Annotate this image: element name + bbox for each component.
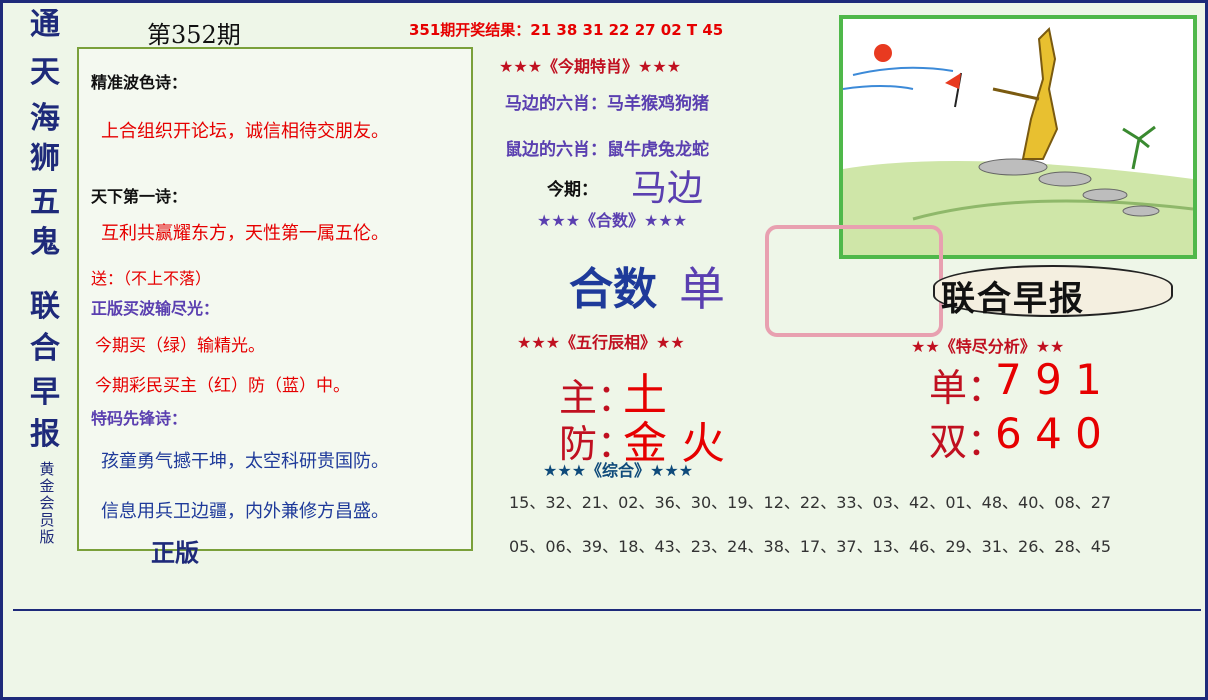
side-char: 鬼: [30, 225, 60, 260]
side-title: 通 天 海 狮 五 鬼 联 合 早 报 黄金会员版: [17, 3, 73, 563]
illustration-scene: [843, 19, 1193, 255]
even-label: 双：: [929, 420, 1006, 464]
analysis-header: ★★《特尽分析》★★: [911, 337, 1065, 356]
odd-value: 7 9 1: [995, 355, 1102, 404]
poem2-line: 互利共赢耀东方，天性第一属五伦。: [101, 223, 389, 244]
vanguard-title: 特码先锋诗：: [91, 409, 188, 428]
bottom-band: [13, 609, 1201, 693]
side-subtitle: 黄金会员版: [39, 460, 55, 546]
this-issue-label: 今期：: [547, 180, 598, 200]
poem1-line: 上合组织开论坛，诚信相待交朋友。: [101, 121, 389, 142]
poem2-title: 天下第一诗：: [91, 187, 188, 206]
decorative-frame: [765, 225, 943, 337]
this-issue-value: 马边: [631, 168, 704, 209]
vanguard-line-2: 信息用兵卫边疆，内外兼修方昌盛。: [101, 501, 389, 522]
wave-line-1: 今期买（绿）输精光。: [95, 336, 265, 356]
even-value: 6 4 0: [995, 409, 1102, 458]
issue-number: 第352期: [147, 21, 241, 49]
vanguard-line-1: 孩童勇气撼干坤，太空科研贵国防。: [101, 451, 389, 472]
banner: 联合早报: [933, 265, 1173, 319]
last-result: 351期开奖结果：21 38 31 22 27 02 T 45: [409, 21, 724, 39]
main-value: 土: [623, 370, 667, 421]
side-char: 狮: [30, 141, 60, 176]
wave-line-2: 今期彩民买主（红）防（蓝）中。: [95, 376, 350, 396]
side-char: 海: [30, 101, 60, 136]
side-char: 联: [30, 289, 60, 324]
horse-side: 马边的六肖：马羊猴鸡狗猪: [505, 94, 709, 114]
zodiac-header: ★★★《今期特肖》★★★: [499, 57, 682, 76]
odd-label: 单：: [929, 366, 1006, 410]
numbers-row-1: 15、32、21、02、36、30、19、12、22、33、03、42、01、4…: [509, 493, 1112, 512]
footer-brand: 正版: [151, 539, 199, 567]
illustration: [839, 15, 1197, 259]
side-char: 报: [30, 417, 60, 452]
gift-line: 送：（不上不落）: [91, 269, 212, 288]
five-elements-header: ★★★《五行辰相》★★: [517, 333, 685, 352]
guard-value: 金 火: [623, 418, 725, 469]
banner-text: 联合早报: [941, 279, 1085, 319]
side-char: 五: [30, 185, 60, 220]
sum-header: ★★★《合数》★★★: [537, 211, 688, 230]
side-char: 通: [30, 7, 60, 42]
sum-label: 合数: [569, 264, 657, 315]
poem-panel: 精准波色诗： 上合组织开论坛，诚信相待交朋友。 天下第一诗： 互利共赢耀东方，天…: [77, 47, 473, 551]
guard-label: 防：: [559, 422, 636, 466]
side-char: 早: [30, 375, 60, 410]
wave-title: 正版买波输尽光：: [91, 299, 220, 318]
side-char: 合: [30, 331, 60, 366]
main-label: 主：: [559, 376, 636, 420]
general-header: ★★★《综合》★★★: [543, 461, 694, 480]
poem1-title: 精准波色诗：: [91, 73, 188, 92]
rat-side: 鼠边的六肖：鼠牛虎兔龙蛇: [505, 140, 709, 160]
sum-value: 单: [679, 262, 725, 316]
numbers-row-2: 05、06、39、18、43、23、24、38、17、37、13、46、29、3…: [509, 537, 1112, 556]
side-char: 天: [30, 55, 60, 90]
